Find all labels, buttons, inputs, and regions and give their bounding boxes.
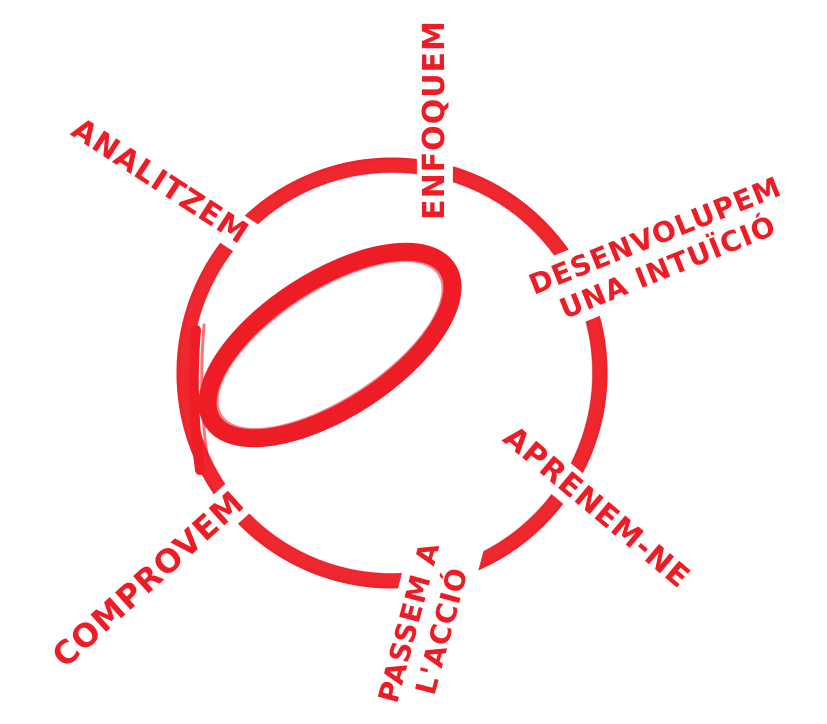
inner-loop-texture bbox=[215, 258, 445, 432]
inner-loop bbox=[198, 242, 462, 448]
outer-ring bbox=[176, 157, 608, 589]
loop-tail-texture bbox=[200, 323, 210, 464]
label-enfoquem: ENFOQUEM bbox=[416, 12, 453, 228]
outer-ring-texture bbox=[176, 157, 608, 589]
loop-tail bbox=[188, 325, 205, 475]
